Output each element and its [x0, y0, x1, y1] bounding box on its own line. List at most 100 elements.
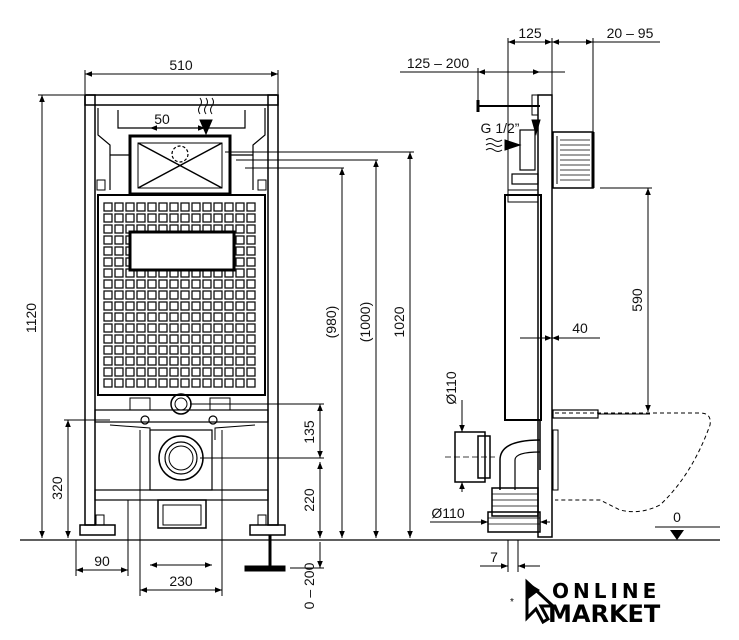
grid-cell — [191, 345, 201, 355]
grid-cell — [125, 323, 135, 333]
grid-cell — [114, 345, 124, 355]
grid-cell — [158, 367, 168, 377]
grid-cell — [202, 301, 212, 311]
grid-cell — [103, 345, 113, 355]
grid-cell — [103, 213, 113, 223]
grid-cell — [114, 301, 124, 311]
grid-cell — [224, 312, 234, 322]
grid-cell — [147, 345, 157, 355]
label-125-200: 125 – 200 — [407, 55, 469, 71]
grid-cell — [103, 356, 113, 366]
grid-cell — [114, 224, 124, 234]
grid-cell — [114, 323, 124, 333]
label-220: 220 — [301, 488, 317, 512]
grid-cell — [114, 279, 124, 289]
grid-cell — [180, 367, 190, 377]
grid-cell — [246, 224, 256, 234]
label-980: (980) — [323, 306, 339, 339]
side-inlet-waves — [485, 119, 541, 152]
grid-cell — [103, 323, 113, 333]
label-40: 40 — [572, 320, 588, 336]
grid-cell — [213, 367, 223, 377]
grid-cell — [136, 312, 146, 322]
grid-cell — [147, 312, 157, 322]
grid-cell — [180, 378, 190, 388]
grid-cell — [147, 301, 157, 311]
grid-cell — [169, 334, 179, 344]
grid-cell — [180, 301, 190, 311]
grid-cell — [125, 279, 135, 289]
grid-cell — [169, 356, 179, 366]
grid-cell — [213, 323, 223, 333]
grid-cell — [213, 312, 223, 322]
label-110-bottom: Ø110 — [431, 505, 464, 521]
label-110-top: Ø110 — [443, 371, 459, 404]
grid-cell — [224, 378, 234, 388]
grid-cell — [103, 290, 113, 300]
grid-cell — [125, 301, 135, 311]
grid-cell — [147, 323, 157, 333]
grid-cell — [125, 290, 135, 300]
grid-cell — [246, 312, 256, 322]
grid-cell — [235, 334, 245, 344]
grid-cell — [191, 367, 201, 377]
grid-cell — [147, 202, 157, 212]
label-7: 7 — [490, 549, 498, 565]
grid-cell — [180, 279, 190, 289]
grid-cell — [158, 312, 168, 322]
brand-line-1: ONLINE — [552, 579, 660, 603]
grid-cell — [136, 279, 146, 289]
grid-cell — [191, 213, 201, 223]
label-20-95: 20 – 95 — [607, 25, 654, 41]
grid-cell — [158, 279, 168, 289]
grid-cell — [191, 312, 201, 322]
label-320: 320 — [49, 476, 65, 500]
label-510: 510 — [169, 57, 193, 73]
cursor-icon-fill — [527, 582, 540, 600]
floor-zero-marker — [670, 530, 684, 540]
grid-cell — [224, 356, 234, 366]
label-230: 230 — [169, 573, 193, 589]
grid-cell — [213, 334, 223, 344]
grid-cell — [235, 356, 245, 366]
grid-cell — [235, 268, 245, 278]
grid-cell — [103, 246, 113, 256]
grid-cell — [136, 290, 146, 300]
label-590: 590 — [629, 288, 645, 312]
grid-cell — [103, 257, 113, 267]
grid-cell — [114, 213, 124, 223]
grid-cell — [114, 378, 124, 388]
grid-cell — [202, 367, 212, 377]
label-135: 135 — [301, 420, 317, 444]
grid-cell — [147, 367, 157, 377]
grid-cell — [125, 312, 135, 322]
grid-cell — [103, 268, 113, 278]
inspection-window — [128, 230, 236, 272]
grid-cell — [158, 301, 168, 311]
grid-cell — [235, 301, 245, 311]
grid-cell — [191, 356, 201, 366]
grid-cell — [224, 345, 234, 355]
grid-cell — [180, 312, 190, 322]
grid-cell — [180, 213, 190, 223]
grid-cell — [114, 290, 124, 300]
grid-cell — [246, 356, 256, 366]
grid-cell — [202, 356, 212, 366]
grid-cell — [103, 279, 113, 289]
grid-cell — [114, 246, 124, 256]
grid-cell — [224, 290, 234, 300]
grid-cell — [169, 312, 179, 322]
grid-cell — [114, 312, 124, 322]
grid-cell — [213, 301, 223, 311]
label-0: 0 — [673, 509, 681, 525]
label-50: 50 — [154, 111, 170, 127]
grid-cell — [202, 290, 212, 300]
side-dimension-lines — [400, 38, 720, 572]
grid-cell — [246, 367, 256, 377]
grid-cell — [202, 323, 212, 333]
grid-cell — [180, 356, 190, 366]
grid-cell — [136, 356, 146, 366]
grid-cell — [224, 279, 234, 289]
grid-cell — [158, 202, 168, 212]
grid-cell — [246, 235, 256, 245]
